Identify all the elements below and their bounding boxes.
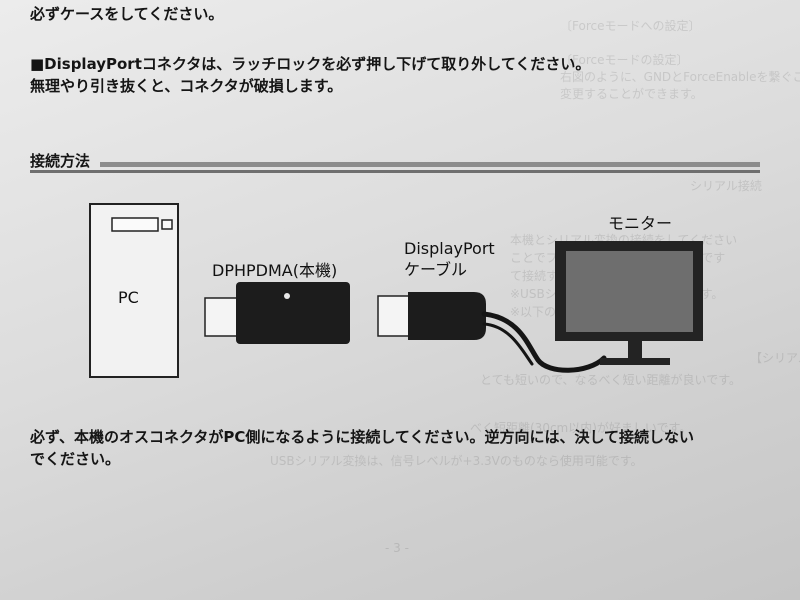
section-rule-underline xyxy=(30,170,760,173)
adapter-device-icon xyxy=(204,282,350,344)
displayport-cable-icon xyxy=(377,292,607,373)
show-through-text: 〔Forceモードの設定〕 xyxy=(560,53,689,67)
warning-line-2: 無理やり引き抜くと、コネクタが破損します。 xyxy=(30,77,343,95)
show-through-text: 右図のように、GNDとForceEnableを繋ぐことで、 xyxy=(560,70,800,84)
note-line-1: 必ず、本機のオスコネクタがPC側になるように接続してください。逆方向には、決して… xyxy=(30,428,695,446)
section-rule xyxy=(100,162,760,167)
note-line-2: でください。 xyxy=(30,450,121,468)
show-through-text: 【シリアル接続方法】 xyxy=(750,351,800,365)
monitor-label: モニター xyxy=(608,214,673,233)
pc-label: PC xyxy=(118,288,139,307)
show-through-text: 〔Forceモードへの設定〕 xyxy=(560,19,701,33)
warning-line-1: ■DisplayPortコネクタは、ラッチロックを必ず押し下げて取り外してくださ… xyxy=(30,55,591,73)
page-number: - 3 - xyxy=(385,541,409,555)
show-through-text: べく短距離(30cm以内)が好ましいです。 xyxy=(470,421,692,435)
cable-label-line-2: ケーブル xyxy=(404,260,468,279)
pc-tower-icon xyxy=(89,203,179,378)
section-title: 接続方法 xyxy=(30,152,91,170)
show-through-text: シリアル接続 xyxy=(690,179,762,193)
cable-label-line-1: DisplayPort xyxy=(404,239,495,258)
device-label: DPHPDMA(本機) xyxy=(212,261,338,280)
intro-line: 必ずケースをしてください。 xyxy=(30,5,224,23)
monitor-icon xyxy=(555,241,703,365)
show-through-text: USBシリアル変換は、信号レベルが+3.3Vのものなら使用可能です。 xyxy=(270,454,643,468)
show-through-text: とても短いので、なるべく短い距離が良いです。 xyxy=(480,373,742,387)
show-through-text: 変更することができます。 xyxy=(560,87,703,101)
